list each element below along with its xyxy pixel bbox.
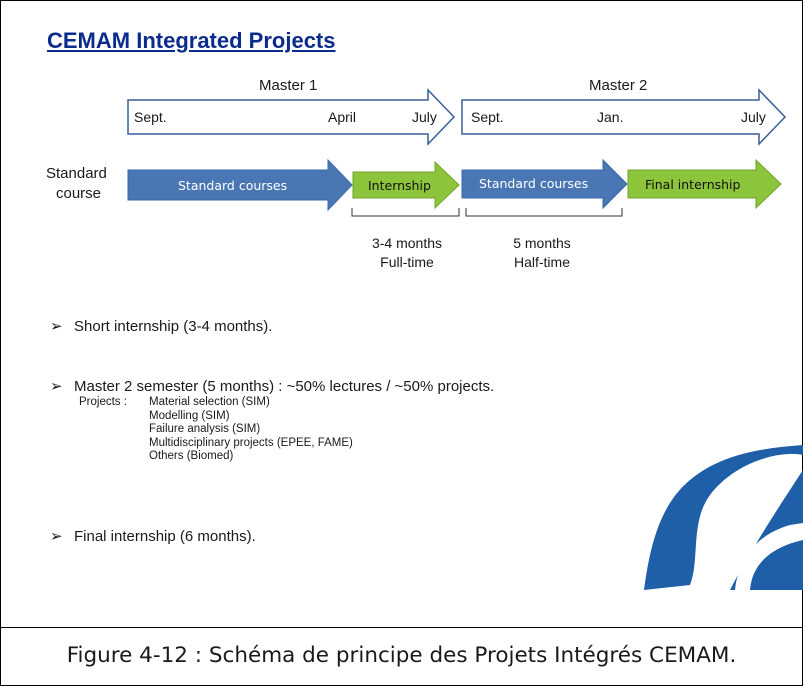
- month-sept-2: Sept.: [471, 109, 504, 125]
- project-item: Multidisciplinary projects (EPEE, FAME): [149, 436, 353, 449]
- bracket-internship: [351, 208, 460, 217]
- duration-internship: 3-4 months Full-time: [352, 234, 462, 272]
- bullet-final-internship: ➢ Final internship (6 months).: [50, 527, 256, 545]
- master1-arrow: [127, 88, 456, 146]
- master2-arrow: [461, 88, 787, 146]
- slide-title: CEMAM Integrated Projects: [47, 28, 336, 53]
- duration-semester-line2: Half-time: [513, 254, 570, 270]
- duration-internship-line1: 3-4 months: [371, 235, 443, 251]
- bar-label-final-internship: Final internship: [645, 177, 741, 192]
- bar-internship: [352, 160, 460, 210]
- month-sept-1: Sept.: [134, 109, 167, 125]
- master2-label: Master 2: [589, 77, 648, 94]
- project-item: Others (Biomed): [149, 450, 234, 462]
- month-jan: Jan.: [597, 109, 624, 125]
- row-label-line1: Standard: [46, 165, 107, 182]
- project-item: Modelling (SIM): [149, 409, 230, 422]
- bullet-text: Short internship (3-4 months).: [74, 318, 273, 335]
- month-july-2: July: [741, 109, 766, 125]
- duration-semester-line1: 5 months: [513, 235, 571, 251]
- bar-standard-courses-1: [127, 158, 353, 212]
- figure-caption: Figure 4-12 : Schéma de principe des Pro…: [0, 627, 803, 686]
- bar-standard-courses-2: [461, 158, 628, 210]
- month-july-1: July: [412, 109, 437, 125]
- project-item: Material selection (SIM): [149, 396, 270, 408]
- bullet-short-internship: ➢ Short internship (3-4 months).: [50, 317, 272, 335]
- duration-internship-line2: Full-time: [380, 254, 434, 270]
- bullet-master2-semester: ➢ Master 2 semester (5 months) : ~50% lec…: [50, 377, 494, 395]
- row-label-line2: course: [56, 185, 102, 202]
- bar-final-internship: [627, 158, 782, 210]
- month-april: April: [328, 109, 357, 125]
- bracket-semester: [465, 208, 623, 217]
- duration-semester: 5 months Half-time: [487, 234, 597, 272]
- bullet-arrow-icon: ➢: [50, 318, 63, 335]
- projects-label: Projects :: [79, 396, 127, 408]
- bar-label-standard-courses-1: Standard courses: [178, 178, 288, 193]
- institution-logo: [644, 445, 803, 590]
- projects-list: Projects : Material selection (SIM) Mode…: [79, 396, 353, 464]
- project-item: Failure analysis (SIM): [149, 423, 261, 435]
- bullet-arrow-icon: ➢: [50, 378, 63, 395]
- bullet-arrow-icon: ➢: [50, 528, 63, 545]
- bullet-text: Final internship (6 months).: [74, 528, 256, 545]
- bar-label-internship: Internship: [368, 178, 431, 193]
- bullet-text: Master 2 semester (5 months) : ~50% lect…: [74, 378, 495, 395]
- bar-label-standard-courses-2: Standard courses: [479, 176, 589, 191]
- master1-label: Master 1: [259, 77, 318, 94]
